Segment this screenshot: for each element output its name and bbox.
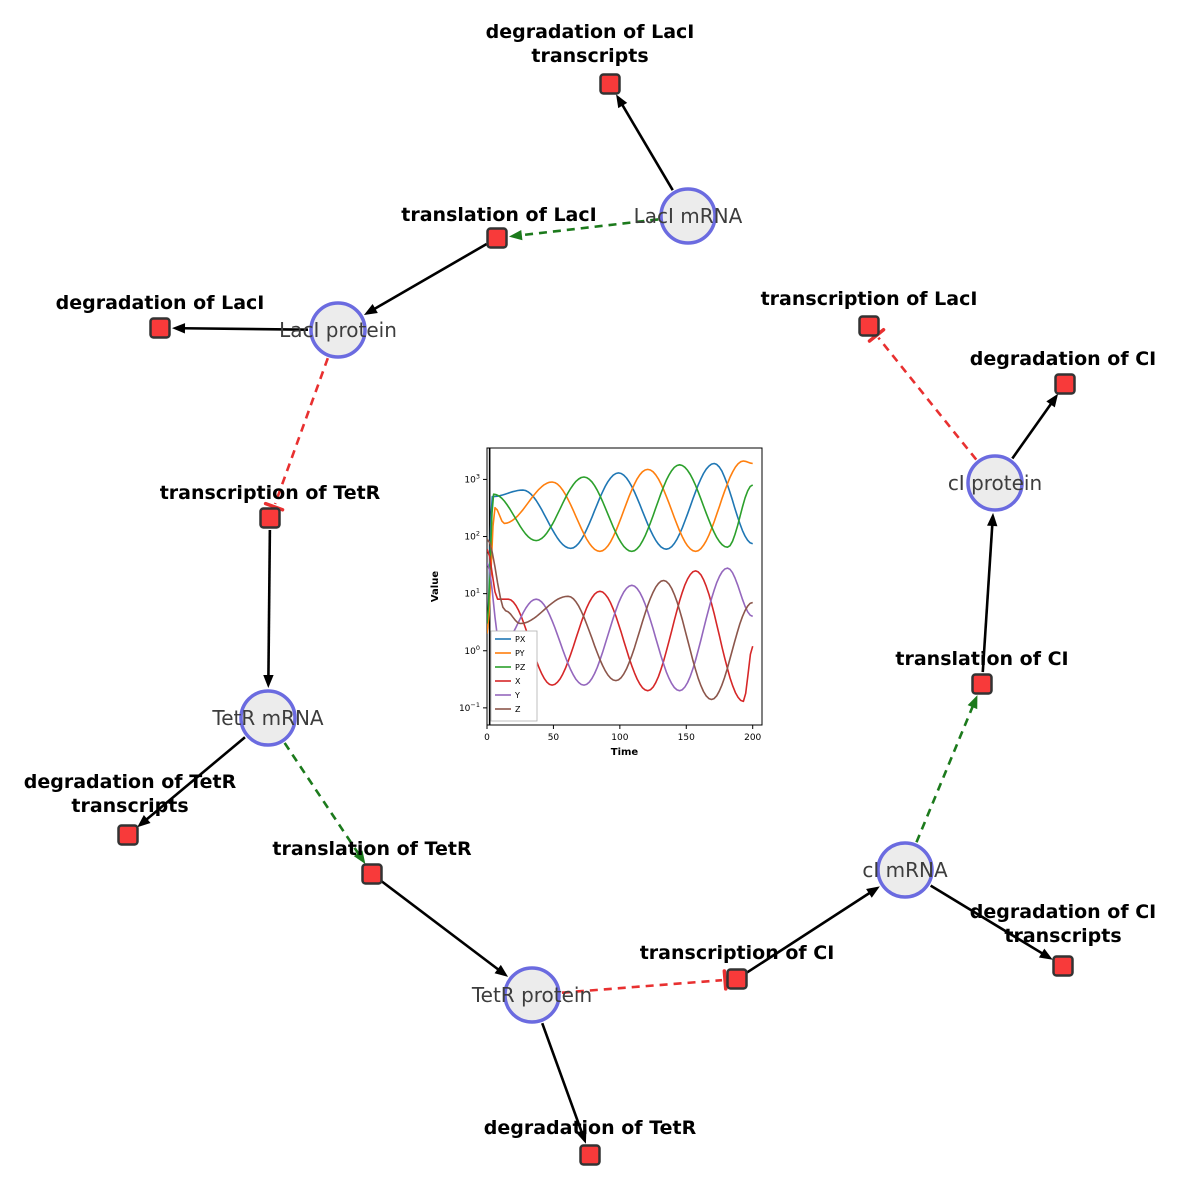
reaction-node-deg_ci[interactable] <box>1054 373 1076 395</box>
edge-tetr_prot-deg_tetr-reactant <box>541 1022 587 1144</box>
edge-laci_prot-deg_laci-reactant <box>171 323 309 334</box>
arrowhead-icon <box>353 850 366 865</box>
reaction-node-deg_ci_tx[interactable] <box>1052 955 1074 977</box>
reaction-label-txn_ci: transcription of CI <box>640 942 835 964</box>
reaction-node-txn_tetr[interactable] <box>259 507 281 529</box>
reaction-node-txn_ci[interactable] <box>726 968 748 990</box>
edge-transl_ci-ci_prot-product <box>981 512 998 673</box>
arrowhead-icon <box>171 323 186 334</box>
reaction-node-deg_laci_tx[interactable] <box>599 73 621 95</box>
chart-legend: PX PY PZ XYZ <box>490 630 538 722</box>
arrowhead-icon <box>137 814 151 828</box>
series-line-PX <box>487 462 753 634</box>
arrowhead-icon <box>1038 948 1053 960</box>
arrowhead-icon <box>508 229 523 241</box>
legend-label-Y: Y <box>514 691 520 700</box>
series-line-Z <box>487 538 753 701</box>
legend-label-X: X <box>515 677 521 686</box>
reaction-label-transl_ci: translation of CI <box>895 648 1068 670</box>
legend-label-Z: Z <box>515 705 521 714</box>
reaction-label-deg_laci: degradation of LacI <box>56 292 265 314</box>
edge-layer <box>137 94 1059 1144</box>
species-label-ci_prot: cI protein <box>948 471 1042 495</box>
edge-laci_mrna-deg_laci_tx-reactant <box>616 94 674 191</box>
species-node-tetr_mrna[interactable] <box>239 689 297 747</box>
y-tick-label: 103 <box>464 472 480 485</box>
species-label-laci_mrna: LacI mRNA <box>634 204 743 228</box>
edge-ci_mrna-transl_ci-modifier <box>915 695 978 843</box>
species-node-ci_prot[interactable] <box>966 454 1024 512</box>
species-label-tetr_prot: TetR protein <box>471 983 592 1007</box>
edge-tetr_prot-txn_ci-inhibition <box>561 969 728 994</box>
species-node-laci_prot[interactable] <box>309 301 367 359</box>
edge-tetr_mrna-deg_tetr_tx-reactant <box>137 736 246 828</box>
edge-ci_prot-deg_ci-reactant <box>1011 393 1059 460</box>
inhibition-tbar-icon <box>722 969 728 991</box>
reaction-node-transl_laci[interactable] <box>486 227 508 249</box>
reaction-node-transl_ci[interactable] <box>971 673 993 695</box>
arrowhead-icon <box>576 1129 587 1144</box>
y-tick-label: 100 <box>464 644 480 657</box>
reaction-node-txn_laci[interactable] <box>858 315 880 337</box>
x-tick-label: 150 <box>678 733 695 743</box>
arrowhead-icon <box>263 674 274 689</box>
species-label-laci_prot: LacI protein <box>279 318 397 342</box>
reaction-label-transl_laci: translation of LacI <box>401 204 596 226</box>
arrowhead-icon <box>1046 393 1059 408</box>
species-node-laci_mrna[interactable] <box>659 187 717 245</box>
edge-laci_mrna-transl_laci-modifier <box>508 218 659 241</box>
y-tick-label: 102 <box>464 530 480 543</box>
edge-txn_ci-ci_mrna-product <box>746 886 880 974</box>
reaction-label-deg_tetr: degradation of TetR <box>484 1117 697 1139</box>
series-line-PZ <box>487 464 754 624</box>
edge-ci_mrna-deg_ci_tx-reactant <box>929 884 1053 960</box>
node-layer <box>117 73 1076 1166</box>
reaction-node-transl_tetr[interactable] <box>361 863 383 885</box>
x-tick-label: 0 <box>484 733 490 743</box>
y-tick-label: 101 <box>464 587 480 600</box>
chart-xlabel: Time <box>611 747 639 758</box>
legend-label-PY: PY <box>515 649 525 658</box>
edge-transl_tetr-tetr_prot-product <box>380 880 509 977</box>
x-tick-label: 100 <box>611 733 628 743</box>
reaction-node-deg_tetr[interactable] <box>579 1144 601 1166</box>
species-node-tetr_prot[interactable] <box>503 966 561 1024</box>
series-line-PY <box>487 460 753 634</box>
arrowhead-icon <box>987 512 998 527</box>
edge-ci_prot-txn_laci-inhibition <box>867 327 978 461</box>
arrowhead-icon <box>494 964 509 977</box>
reaction-label-txn_laci: transcription of LacI <box>761 288 978 310</box>
chart-ylabel: Value <box>430 571 441 602</box>
species-node-ci_mrna[interactable] <box>876 841 934 899</box>
arrowhead-icon <box>616 94 628 109</box>
reaction-node-deg_tetr_tx[interactable] <box>117 824 139 846</box>
reaction-label-transl_tetr: translation of TetR <box>272 838 472 860</box>
arrowhead-icon <box>967 695 978 710</box>
y-tick-label: 10−1 <box>459 701 480 714</box>
legend-label-PZ: PZ <box>515 663 526 672</box>
reaction-label-txn_tetr: transcription of TetR <box>160 482 381 504</box>
species-label-tetr_mrna: TetR mRNA <box>211 706 324 730</box>
edge-tetr_mrna-transl_tetr-modifier <box>283 742 366 865</box>
edge-txn_tetr-tetr_mrna-product <box>263 529 274 689</box>
series-line-Y <box>487 562 754 692</box>
x-tick-label: 50 <box>548 733 560 743</box>
species-label-ci_mrna: cI mRNA <box>862 858 948 882</box>
edge-transl_laci-laci_prot-product <box>363 242 488 315</box>
reaction-node-deg_laci[interactable] <box>149 317 171 339</box>
reaction-label-deg_ci: degradation of CI <box>970 348 1156 370</box>
legend-label-PX: PX <box>515 635 526 644</box>
x-tick-label: 200 <box>744 733 761 743</box>
arrowhead-icon <box>363 303 378 315</box>
arrowhead-icon <box>866 886 880 898</box>
